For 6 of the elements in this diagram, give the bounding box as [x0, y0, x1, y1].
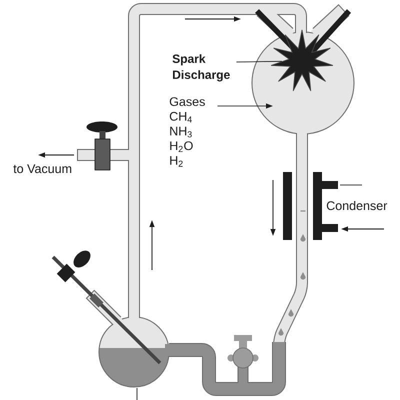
label: to Vacuum [13, 164, 72, 174]
spark [270, 30, 334, 92]
label: Gases CH$_{4}$ NH$_{3}$ H$_{2}$O H$_{2}$ [170, 97, 205, 167]
label: Spark Discharge [172, 54, 230, 82]
leader-line [236, 60, 282, 62]
label: Condenser [326, 200, 388, 210]
